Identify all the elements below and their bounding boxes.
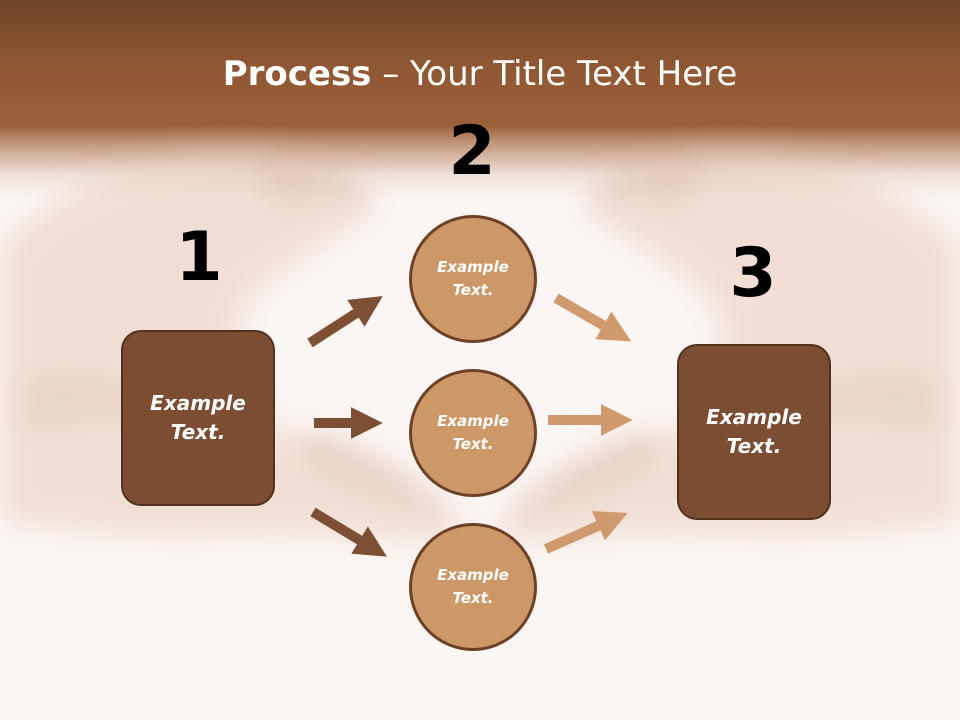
- left-box-text: Example Text.: [150, 391, 246, 444]
- slide-title: Process – Your Title Text Here: [0, 52, 960, 96]
- step-number-3: 3: [729, 234, 777, 313]
- step-number-1: 1: [175, 218, 223, 297]
- arrow-from-circle-3: [543, 511, 628, 554]
- circle-1: Example Text.: [409, 215, 537, 343]
- title-rest: – Your Title Text Here: [371, 54, 738, 94]
- right-process-box: Example Text.: [677, 344, 831, 520]
- left-process-box: Example Text.: [121, 330, 275, 506]
- circle-2-text: Example Text.: [437, 412, 509, 453]
- title-bold: Process: [222, 54, 372, 94]
- arrow-to-circle-1: [307, 296, 383, 348]
- arrow-to-circle-3: [310, 507, 387, 557]
- circle-1-text: Example Text.: [437, 258, 509, 299]
- circle-3-text: Example Text.: [437, 566, 509, 607]
- circle-3: Example Text.: [409, 523, 537, 651]
- right-box-text: Example Text.: [706, 405, 802, 458]
- step-number-2: 2: [448, 112, 496, 191]
- circle-2: Example Text.: [409, 369, 537, 497]
- arrow-from-circle-1: [553, 293, 632, 342]
